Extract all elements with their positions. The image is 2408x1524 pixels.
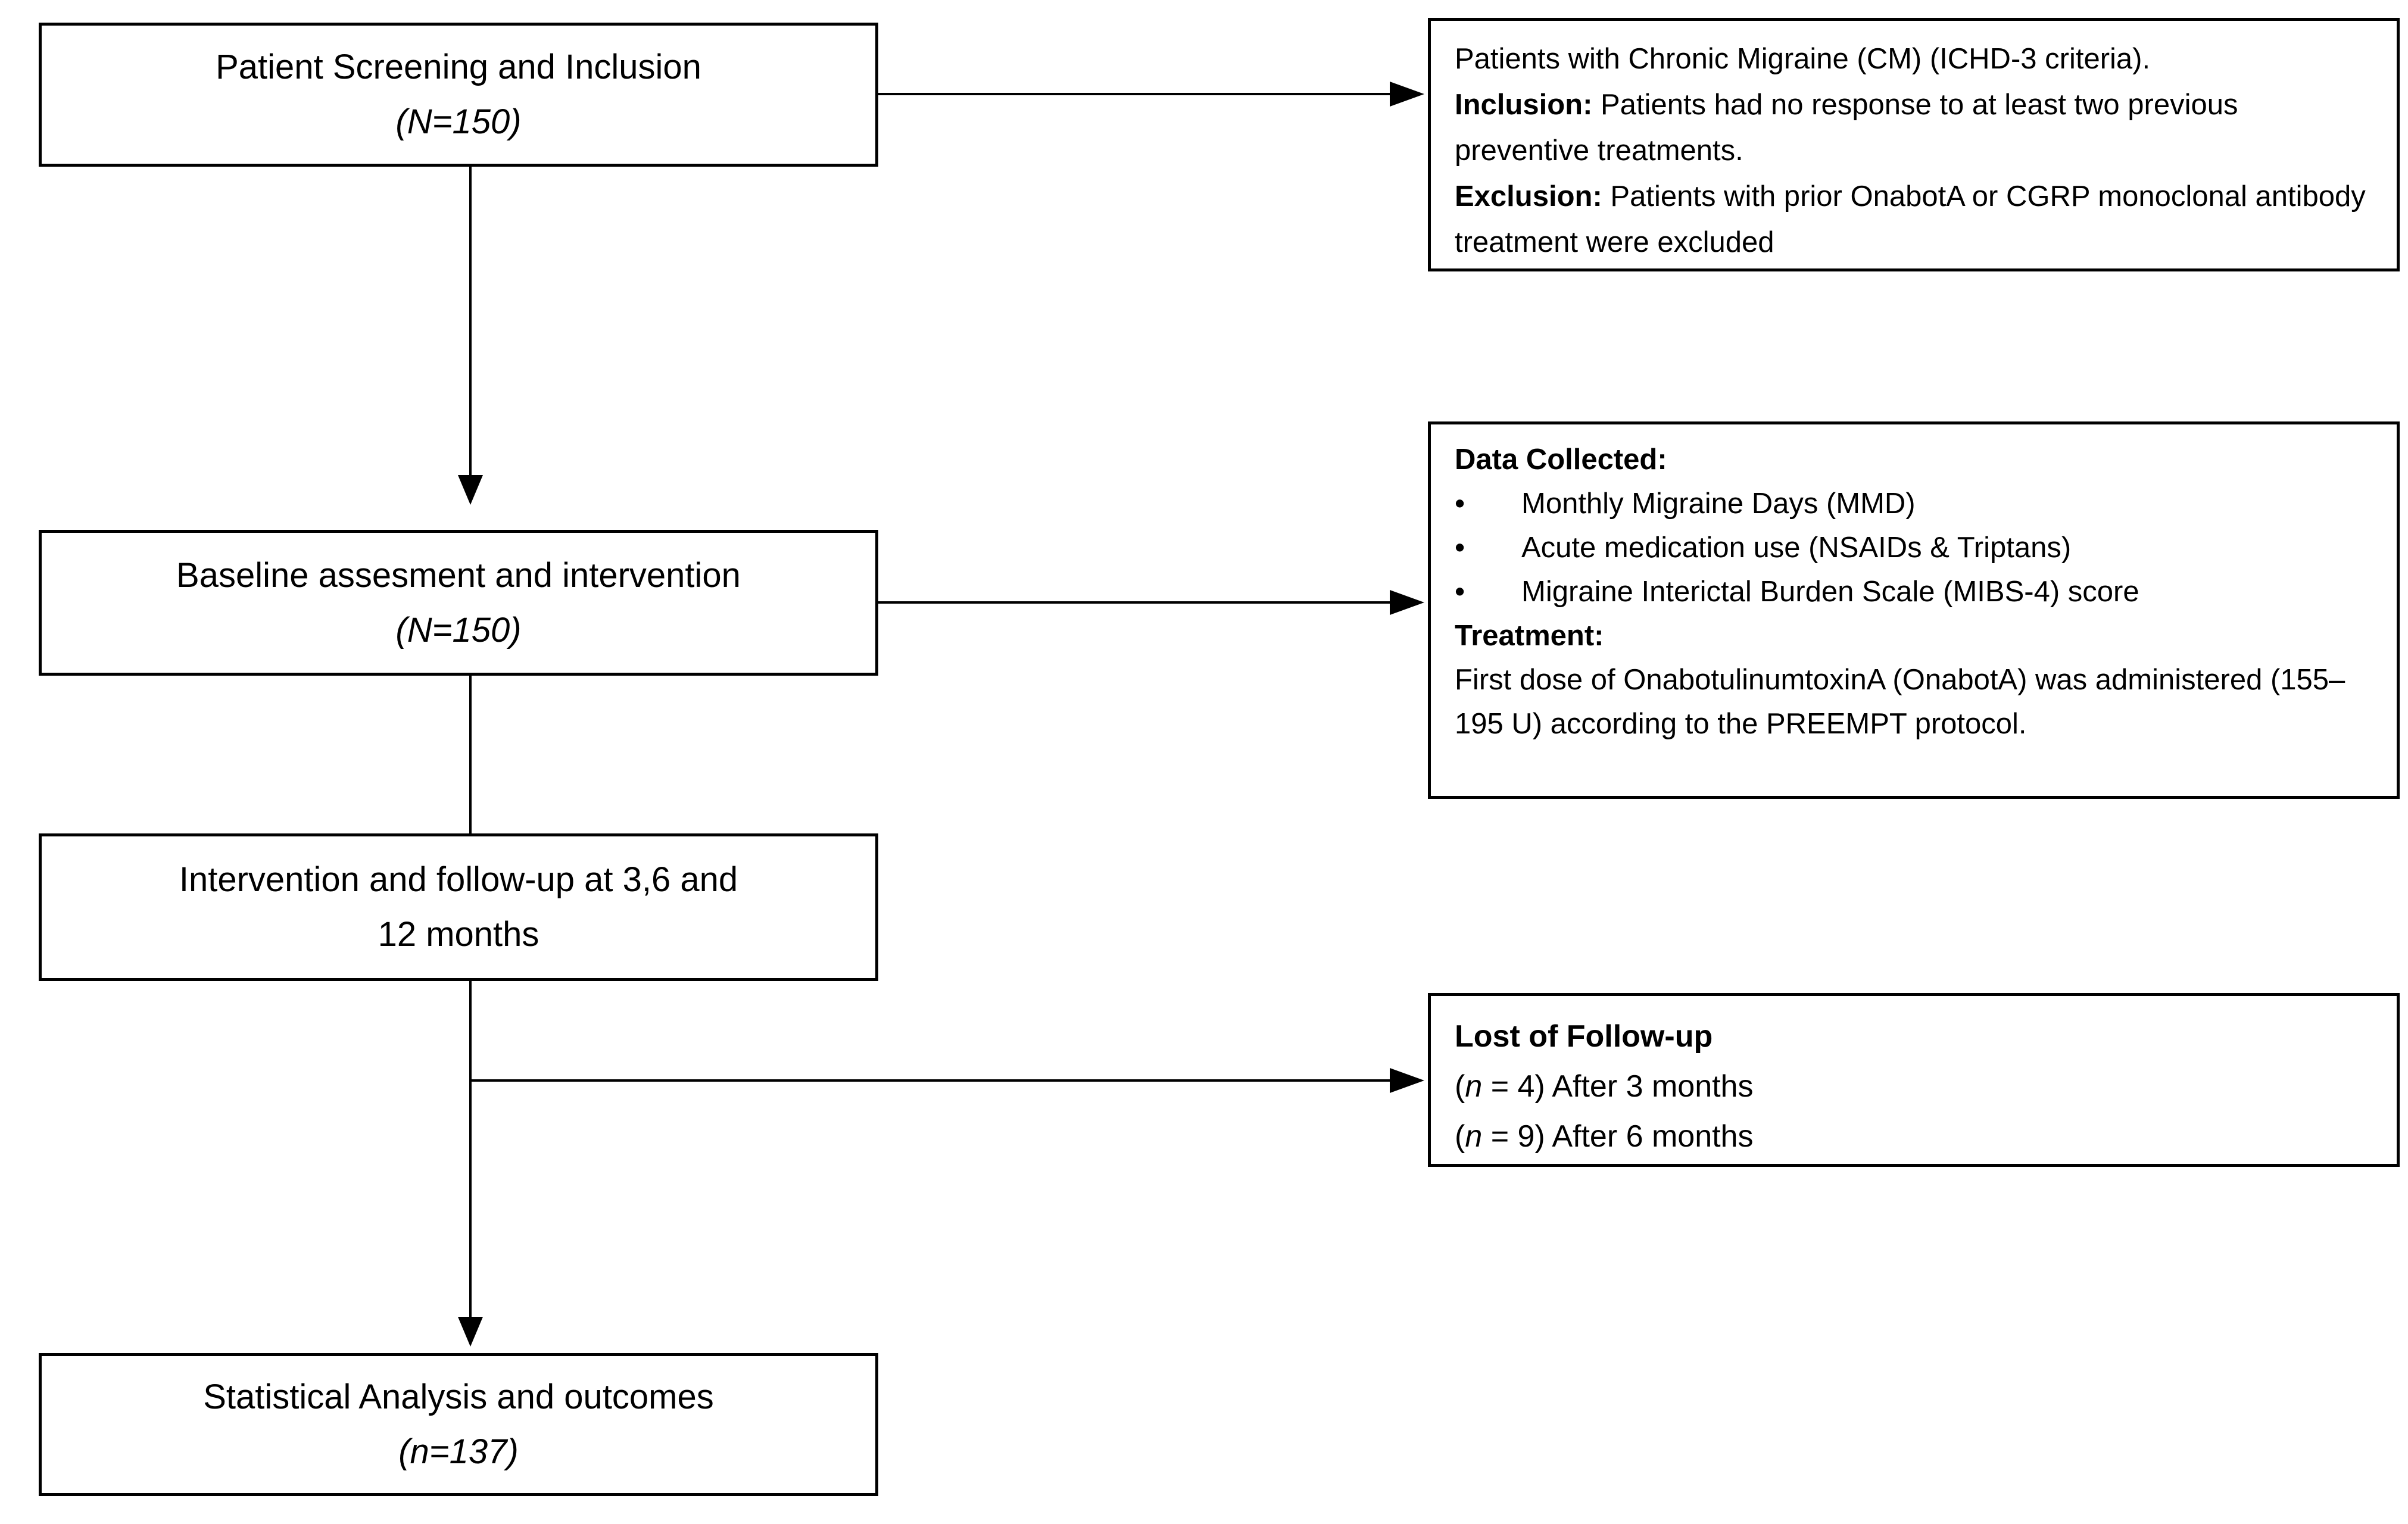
- inclusion-text: Patients had no response to at least two…: [1455, 89, 2238, 167]
- arrowhead-right-icon: [1390, 1068, 1424, 1093]
- connector-baseline-to-followup: [469, 676, 472, 835]
- bullet-item: • Migraine Interictal Burden Scale (MIBS…: [1455, 570, 2373, 614]
- treatment-heading: Treatment:: [1455, 620, 1604, 652]
- data-collected-heading: Data Collected:: [1455, 444, 1667, 476]
- bullet-item: • Acute medication use (NSAIDs & Triptan…: [1455, 526, 2373, 570]
- exclusion-label: Exclusion:: [1455, 180, 1602, 213]
- arrowhead-down-icon: [458, 1317, 483, 1347]
- criteria-exclusion: Exclusion: Patients with prior OnabotA o…: [1455, 174, 2373, 266]
- treatment-text: First dose of OnabotulinumtoxinA (Onabot…: [1455, 664, 2345, 740]
- bullet-icon: •: [1455, 532, 1465, 564]
- n-variable: n: [1465, 1069, 1483, 1104]
- connector-baseline-to-data: [878, 601, 1390, 604]
- bullet-text: Acute medication use (NSAIDs & Triptans): [1521, 532, 2072, 564]
- lost-followup-item: (n = 9) After 6 months: [1455, 1111, 2373, 1161]
- screening-title: Patient Screening and Inclusion: [216, 48, 701, 86]
- analysis-count: (n=137): [398, 1432, 519, 1471]
- criteria-intro: Patients with Chronic Migraine (CM) (ICH…: [1455, 43, 2151, 75]
- bullet-icon: •: [1455, 488, 1465, 520]
- box-baseline-assessment: Baseline assesment and intervention (N=1…: [39, 530, 878, 676]
- connector-screening-to-baseline: [469, 167, 472, 476]
- bullet-text: Monthly Migraine Days (MMD): [1521, 488, 1916, 520]
- analysis-title: Statistical Analysis and outcomes: [203, 1378, 714, 1416]
- arrowhead-down-icon: [458, 475, 483, 505]
- baseline-title: Baseline assesment and intervention: [176, 555, 741, 595]
- box-data-collected: Data Collected: • Monthly Migraine Days …: [1428, 421, 2400, 799]
- n-variable: n: [1465, 1119, 1483, 1154]
- box-statistical-analysis: Statistical Analysis and outcomes (n=137…: [39, 1353, 878, 1496]
- bullet-icon: •: [1455, 576, 1465, 608]
- arrowhead-right-icon: [1390, 590, 1424, 615]
- box-inclusion-exclusion-criteria: Patients with Chronic Migraine (CM) (ICH…: [1428, 18, 2400, 271]
- connector-screening-to-criteria: [878, 93, 1390, 95]
- box-patient-screening: Patient Screening and Inclusion (N=150): [39, 23, 878, 167]
- baseline-count: (N=150): [395, 610, 522, 649]
- inclusion-label: Inclusion:: [1455, 89, 1593, 121]
- lost-followup-item: (n = 4) After 3 months: [1455, 1061, 2373, 1111]
- lost-followup-heading: Lost of Follow-up: [1455, 1019, 1713, 1054]
- paren: (: [1455, 1069, 1465, 1104]
- box-intervention-followup: Intervention and follow-up at 3,6 and 12…: [39, 833, 878, 981]
- arrowhead-right-icon: [1390, 82, 1424, 107]
- criteria-inclusion: Inclusion: Patients had no response to a…: [1455, 82, 2373, 174]
- paren: (: [1455, 1119, 1465, 1154]
- exclusion-text: Patients with prior OnabotA or CGRP mono…: [1455, 180, 2366, 258]
- screening-count: (N=150): [395, 102, 522, 141]
- followup-title-line1: Intervention and follow-up at 3,6 and: [179, 860, 738, 899]
- lost-item-text: = 4) After 3 months: [1482, 1069, 1754, 1104]
- lost-item-text: = 9) After 6 months: [1482, 1119, 1754, 1154]
- followup-title-line2: 12 months: [378, 915, 539, 954]
- connector-followup-to-lost: [470, 1079, 1390, 1082]
- bullet-item: • Monthly Migraine Days (MMD): [1455, 482, 2373, 526]
- box-lost-followup: Lost of Follow-up (n = 4) After 3 months…: [1428, 993, 2400, 1167]
- connector-followup-to-analysis: [469, 981, 472, 1318]
- bullet-text: Migraine Interictal Burden Scale (MIBS-4…: [1521, 576, 2139, 608]
